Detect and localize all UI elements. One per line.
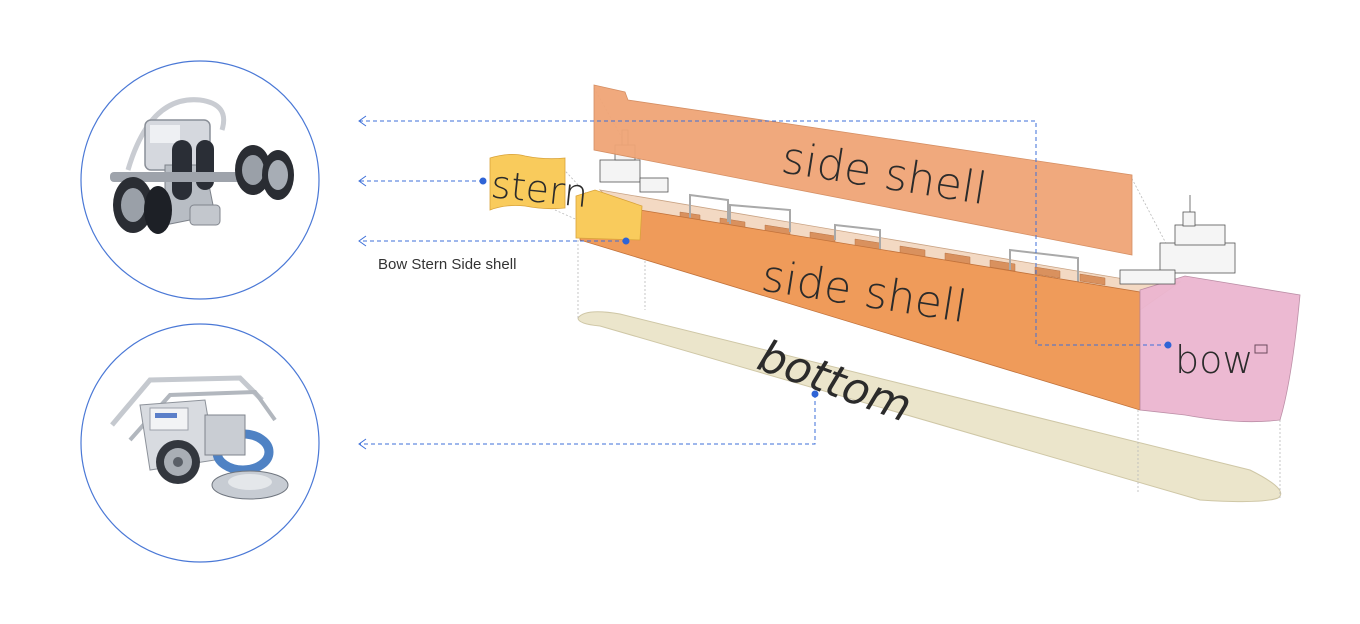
side-shell-panel xyxy=(593,84,1133,256)
crawler-robot-icon xyxy=(110,97,294,234)
ship-hull xyxy=(575,129,1301,423)
leader-arrowheads xyxy=(358,115,367,450)
leader-anchor-dots xyxy=(479,177,1172,398)
leader-lines xyxy=(360,120,1168,445)
zone-caption: Bow Stern Side shell xyxy=(378,256,517,273)
stern-label: stern xyxy=(489,162,590,216)
stern-panel xyxy=(489,154,566,211)
bottom-plate xyxy=(577,311,1282,503)
compact-crawler-robot-icon xyxy=(110,375,289,500)
robot-circle-top xyxy=(80,60,320,300)
robot-circle-bottom xyxy=(80,323,320,563)
bottom-label: bottom xyxy=(751,330,918,432)
bow-label: bow xyxy=(1175,338,1253,382)
